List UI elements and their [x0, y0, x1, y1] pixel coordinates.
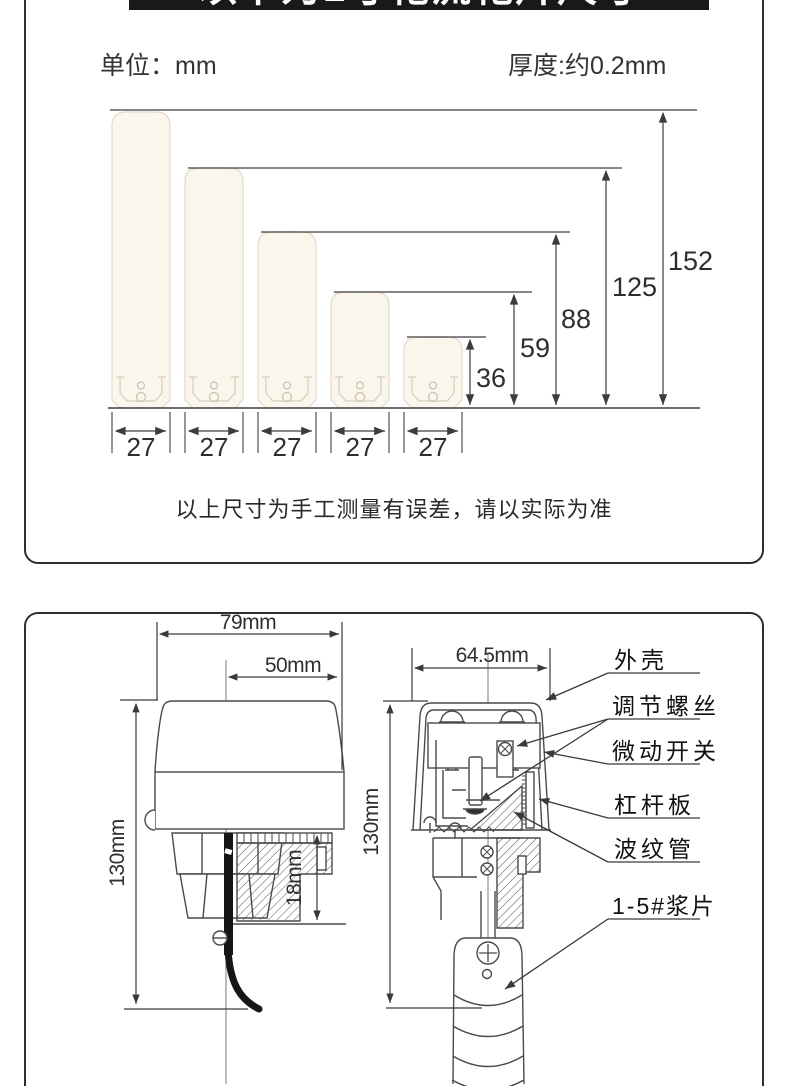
- blade-arcs: [451, 994, 525, 1086]
- paddle-stack-outline: [452, 937, 525, 1085]
- callout-texts: 外壳 调节螺丝 微动开关 杠杆板 波纹管 1-5#浆片: [612, 647, 720, 919]
- paddle-2: [184, 167, 244, 409]
- width-27-2: 27: [200, 432, 229, 462]
- unit-label: 单位：mm: [100, 52, 217, 80]
- corrugation: [433, 826, 495, 833]
- label-adjust-screw: 调节螺丝: [612, 693, 720, 719]
- height-88: 88: [561, 304, 591, 334]
- bellows-wedge: [468, 784, 523, 831]
- paddle-edge: [224, 833, 233, 955]
- width-labels: 27 27 27 27 27: [127, 432, 448, 462]
- label-paddle-set: 1-5#浆片: [612, 893, 716, 919]
- paddle-diagram: 152 125 88 59 36 27 27 27 27 27: [108, 109, 713, 462]
- right-dimensions: [383, 648, 551, 1009]
- dim-18mm: 18mm: [283, 850, 306, 906]
- height-dimension-lines: [465, 111, 668, 405]
- width-27-5: 27: [419, 432, 448, 462]
- plunger: [468, 756, 483, 806]
- hatched-fitting: [236, 842, 333, 922]
- width-27-4: 27: [346, 432, 375, 462]
- height-59: 59: [520, 333, 550, 363]
- cover-outline: [154, 700, 345, 773]
- label-lever-plate: 杠杆板: [614, 792, 695, 818]
- measure-note: 以上尺寸为手工测量有误差，请以实际为准: [175, 497, 613, 522]
- shell-inner: [419, 709, 543, 831]
- cable-bump: [144, 809, 156, 831]
- width-27-3: 27: [273, 432, 302, 462]
- device-diagram: 79mm 50mm 130mm 18mm: [106, 612, 720, 1086]
- paddle-1: [111, 111, 171, 409]
- dim-130mm-left: 130mm: [106, 819, 129, 887]
- dim-50mm: 50mm: [265, 654, 321, 677]
- height-125: 125: [612, 272, 657, 302]
- paddle-5: [403, 336, 463, 409]
- right-drawing: [411, 652, 551, 1086]
- paddle-holes: [135, 381, 439, 403]
- height-labels: 152 125 88 59 36: [476, 246, 713, 393]
- height-36: 36: [476, 363, 506, 393]
- switch-body: [427, 722, 541, 769]
- paddle-pin-hole: [481, 968, 493, 980]
- stem-slot: [517, 855, 527, 875]
- label-micro-switch: 微动开关: [612, 738, 720, 764]
- width-extension-lines: [111, 412, 463, 453]
- title-banner: 以下为1寸靶流靶片尺寸: [129, 0, 709, 10]
- stem-hatched: [496, 837, 541, 929]
- paddle-slots: [116, 376, 458, 403]
- height-extension-lines: [110, 109, 697, 338]
- width-27-1: 27: [127, 432, 156, 462]
- page-title: 以下为1寸靶流靶片尺寸: [197, 0, 641, 13]
- height-152: 152: [668, 246, 713, 276]
- paddle-curve: [224, 946, 263, 1013]
- dim-64-5mm: 64.5mm: [456, 644, 529, 667]
- paddle-blades: [111, 111, 463, 409]
- device-drawing-card: [24, 612, 764, 1086]
- label-housing: 外壳: [614, 647, 668, 673]
- callouts: [479, 672, 700, 990]
- lever-bracket: [435, 740, 500, 827]
- dim-130mm-right: 130mm: [360, 788, 383, 856]
- fitting-slot: [316, 846, 327, 871]
- left-drawing: [144, 660, 346, 1084]
- body-outline: [154, 771, 345, 830]
- left-dimensions: [120, 622, 343, 1010]
- dim-79mm: 79mm: [220, 612, 276, 634]
- lower-body: [432, 837, 520, 920]
- paddle-4: [330, 291, 390, 409]
- thickness-label: 厚度:约0.2mm: [508, 52, 667, 80]
- label-bellows: 波纹管: [614, 836, 695, 862]
